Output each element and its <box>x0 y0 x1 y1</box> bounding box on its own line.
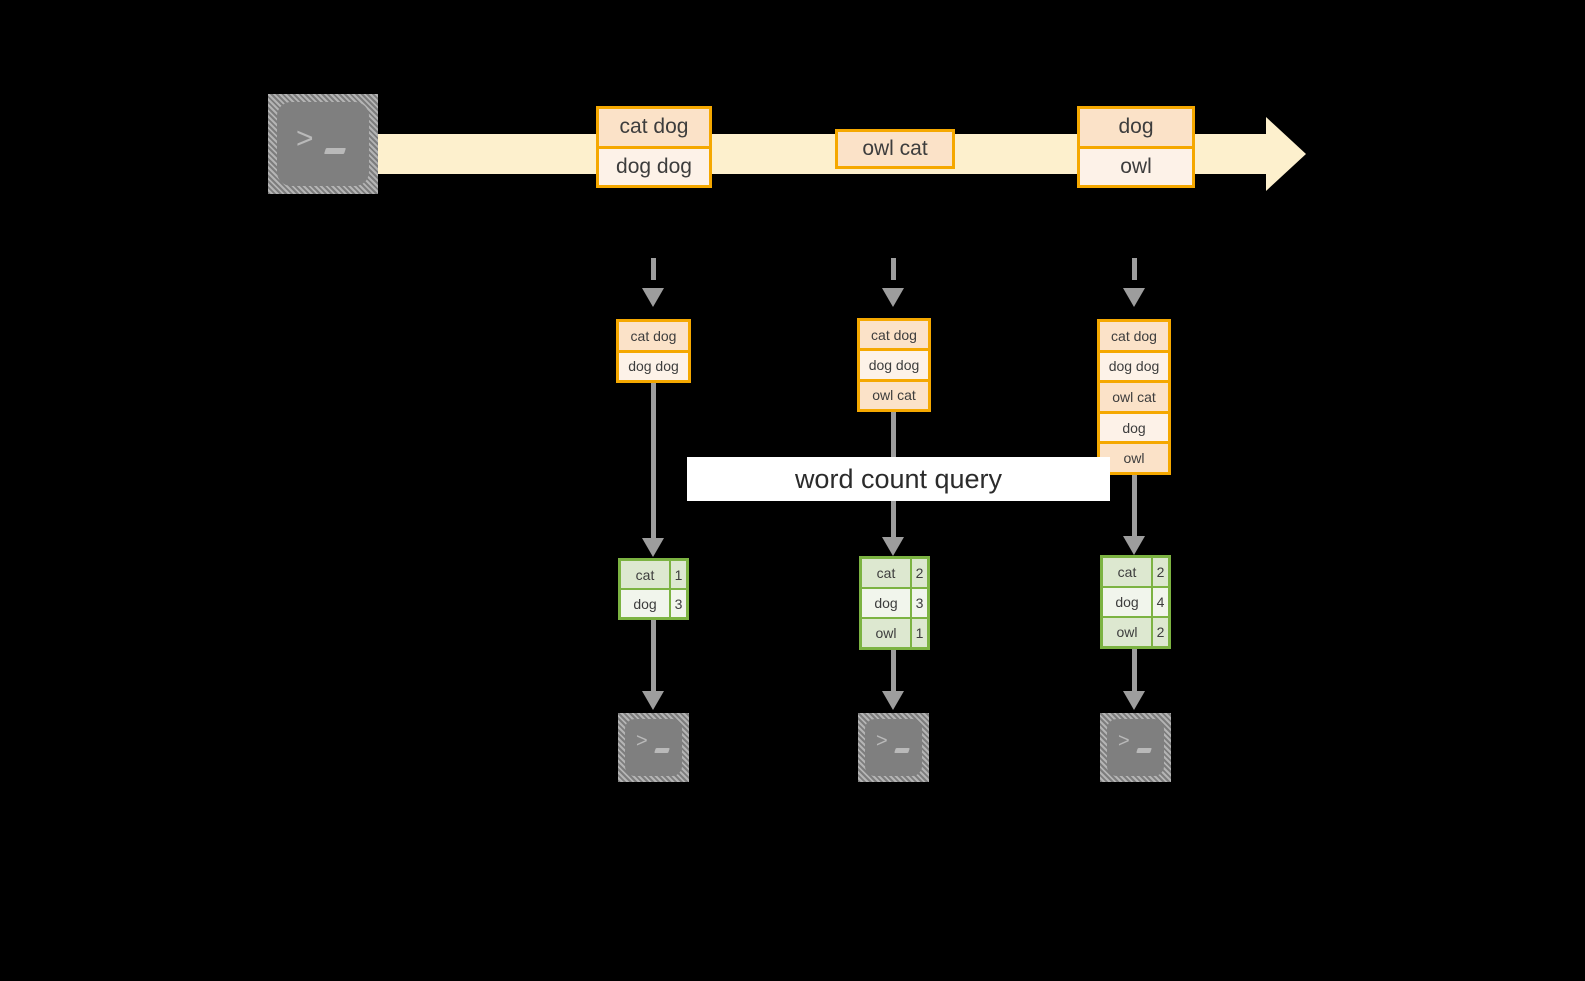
snapshot-3-feed-arrowhead <box>1123 288 1145 307</box>
table-row: dog 3 <box>862 587 927 617</box>
result-word: cat <box>1103 558 1151 586</box>
snapshot-2-feed-dash <box>891 258 896 280</box>
terminal-caret-icon <box>894 748 910 753</box>
terminal-screen <box>277 102 369 186</box>
result-count: 2 <box>1151 618 1168 646</box>
snapshot-3-input-line: owl <box>1100 441 1168 472</box>
snapshot-2-input-line: cat dog <box>860 321 928 349</box>
snapshot-1-input-box[interactable]: cat dog dog dog <box>616 319 691 383</box>
snapshot-2-result-table[interactable]: cat 2 dog 3 owl 1 <box>859 556 930 650</box>
snapshot-1-sink-terminal-icon[interactable]: > <box>618 713 689 782</box>
snapshot-3-input-line: owl cat <box>1100 380 1168 411</box>
snapshot-2-input-box[interactable]: cat dog dog dog owl cat <box>857 318 931 412</box>
table-row: cat 1 <box>621 561 686 588</box>
snapshot-3-result-table[interactable]: cat 2 dog 4 owl 2 <box>1100 555 1171 649</box>
snapshot-1-input-line: dog dog <box>619 349 688 380</box>
stream-event-line: owl <box>1080 145 1192 185</box>
snapshot-3-input-line: dog dog <box>1100 349 1168 381</box>
stream-event-line: dog dog <box>599 145 709 185</box>
result-word: dog <box>1103 588 1151 616</box>
snapshot-2-sink-terminal-icon[interactable]: > <box>858 713 929 782</box>
snapshot-2-query-arrowhead <box>882 537 904 556</box>
terminal-screen <box>865 719 922 776</box>
query-label: word count query <box>687 457 1110 501</box>
snapshot-3-feed-dash <box>1132 258 1137 280</box>
snapshot-1-feed-arrowhead <box>642 288 664 307</box>
result-word: cat <box>862 559 910 587</box>
table-row: owl 1 <box>862 617 927 647</box>
source-terminal-icon[interactable]: > <box>268 94 378 194</box>
result-count: 3 <box>669 590 686 617</box>
snapshot-2-sink-connector <box>891 650 896 692</box>
terminal-screen <box>625 719 682 776</box>
result-count: 4 <box>1151 588 1168 616</box>
result-count: 2 <box>1151 558 1168 586</box>
snapshot-3-query-connector <box>1132 475 1137 537</box>
result-word: owl <box>1103 618 1151 646</box>
result-count: 1 <box>669 561 686 588</box>
stream-event-group-2[interactable]: owl cat <box>835 129 955 169</box>
snapshot-1-input-line: cat dog <box>619 322 688 350</box>
stream-event-line: dog <box>1080 109 1192 146</box>
result-count: 2 <box>910 559 927 587</box>
terminal-prompt-glyph: > <box>636 730 648 752</box>
snapshot-3-sink-arrowhead <box>1123 691 1145 710</box>
stream-event-group-1[interactable]: cat dog dog dog <box>596 106 712 188</box>
table-row: dog 3 <box>621 588 686 617</box>
snapshot-2-feed-arrowhead <box>882 288 904 307</box>
stream-event-line: owl cat <box>838 132 952 166</box>
terminal-prompt-glyph: > <box>876 730 888 752</box>
snapshot-1-sink-arrowhead <box>642 691 664 710</box>
snapshot-3-sink-terminal-icon[interactable]: > <box>1100 713 1171 782</box>
snapshot-3-sink-connector <box>1132 649 1137 692</box>
snapshot-3-input-line: dog <box>1100 410 1168 442</box>
result-word: dog <box>862 589 910 617</box>
snapshot-3-input-line: cat dog <box>1100 322 1168 350</box>
table-row: owl 2 <box>1103 616 1168 646</box>
terminal-caret-icon <box>324 148 346 154</box>
stream-event-group-3[interactable]: dog owl <box>1077 106 1195 188</box>
terminal-screen <box>1107 719 1164 776</box>
terminal-caret-icon <box>654 748 670 753</box>
snapshot-1-query-arrowhead <box>642 538 664 557</box>
result-word: owl <box>862 619 910 647</box>
snapshot-3-query-arrowhead <box>1123 536 1145 555</box>
snapshot-2-input-line: owl cat <box>860 378 928 409</box>
result-word: cat <box>621 561 669 588</box>
terminal-prompt-glyph: > <box>296 122 314 155</box>
snapshot-2-input-line: dog dog <box>860 348 928 379</box>
snapshot-2-sink-arrowhead <box>882 691 904 710</box>
snapshot-1-sink-connector <box>651 620 656 692</box>
stream-event-line: cat dog <box>599 109 709 146</box>
terminal-caret-icon <box>1136 748 1152 753</box>
stream-arrow-head <box>1266 117 1306 191</box>
result-count: 1 <box>910 619 927 647</box>
snapshot-1-feed-dash <box>651 258 656 280</box>
snapshot-1-query-connector <box>651 383 656 539</box>
result-count: 3 <box>910 589 927 617</box>
snapshot-1-result-table[interactable]: cat 1 dog 3 <box>618 558 689 620</box>
result-word: dog <box>621 590 669 617</box>
snapshot-3-input-box[interactable]: cat dog dog dog owl cat dog owl <box>1097 319 1171 475</box>
table-row: cat 2 <box>862 559 927 587</box>
table-row: cat 2 <box>1103 558 1168 586</box>
terminal-prompt-glyph: > <box>1118 730 1130 752</box>
table-row: dog 4 <box>1103 586 1168 616</box>
